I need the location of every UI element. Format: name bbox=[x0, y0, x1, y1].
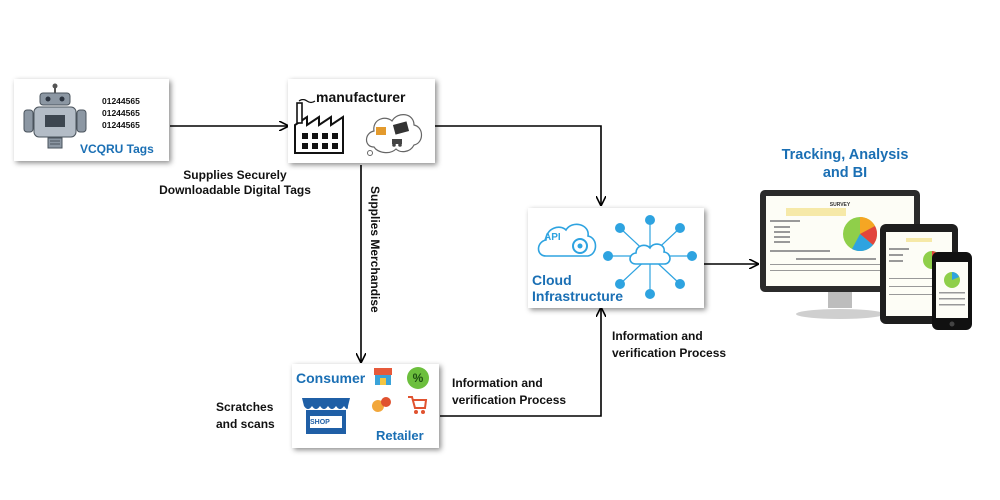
scratches-scans-label: Scratches and scans bbox=[216, 399, 275, 433]
factory-icon bbox=[294, 99, 344, 154]
supplies-securely-label: Supplies Securely Downloadable Digital T… bbox=[140, 168, 330, 198]
tag-code-2: 01244565 bbox=[102, 108, 140, 118]
manufacturer-label: manufacturer bbox=[316, 89, 406, 105]
info-verification-bottom-label: Information and verification Process bbox=[452, 375, 566, 409]
thought-cloud-icon bbox=[365, 114, 423, 156]
supplies-securely-line-1: Supplies Securely bbox=[183, 168, 287, 182]
robot-icon bbox=[23, 83, 87, 149]
vcqru-tags-box: 01244565 01244565 01244565 VCQRU Tags bbox=[14, 79, 169, 161]
monitor-survey-title: SURVEY bbox=[830, 202, 851, 208]
manufacturer-box: manufacturer bbox=[288, 79, 435, 163]
consumer-retailer-box: Consumer % SHOP Retailer bbox=[292, 364, 439, 448]
coins-icon bbox=[372, 397, 391, 412]
cloud-network-icon bbox=[603, 215, 697, 299]
info-verification-bottom-line-1: Information and bbox=[452, 376, 543, 390]
cloud-infrastructure-label: Cloud Infrastructure bbox=[532, 272, 623, 304]
tracking-title-line-2: and BI bbox=[822, 165, 868, 181]
supplies-merchandise-label: Supplies Merchandise bbox=[368, 186, 382, 313]
scratches-line-2: and scans bbox=[216, 417, 275, 431]
supplies-securely-line-2: Downloadable Digital Tags bbox=[159, 183, 311, 197]
scratches-line-1: Scratches bbox=[216, 400, 274, 414]
tracking-title: Tracking, Analysis and BI bbox=[760, 146, 930, 182]
devices-dashboard-icon: SURVEY bbox=[760, 190, 972, 330]
shop-sign-label: SHOP bbox=[310, 419, 330, 426]
arrow-manufacturer-to-cloud bbox=[435, 125, 601, 205]
api-label: API bbox=[544, 232, 561, 243]
tag-code-3: 01244565 bbox=[102, 120, 140, 130]
info-verification-right-line-1: Information and bbox=[612, 329, 703, 343]
vcqru-tags-label: VCQRU Tags bbox=[80, 142, 154, 156]
cloud-label-line-2: Infrastructure bbox=[532, 288, 624, 304]
shop-icon bbox=[302, 398, 350, 434]
api-cloud-icon bbox=[537, 223, 597, 257]
retailer-label: Retailer bbox=[376, 428, 424, 443]
cloud-label-line-1: Cloud bbox=[532, 272, 572, 288]
info-verification-right-line-2: verification Process bbox=[612, 346, 727, 360]
shopping-cart-icon bbox=[408, 396, 428, 414]
consumer-label: Consumer bbox=[296, 370, 366, 386]
info-verification-right-label: Information and verification Process bbox=[612, 328, 726, 362]
arrow-consumer-to-cloud bbox=[440, 308, 601, 417]
tracking-title-line-1: Tracking, Analysis bbox=[781, 147, 909, 163]
cloud-box: API Cloud Infrastructure bbox=[528, 208, 704, 308]
tag-code-1: 01244565 bbox=[102, 96, 140, 106]
info-verification-bottom-line-2: verification Process bbox=[452, 393, 567, 407]
store-icon bbox=[374, 368, 392, 385]
percent-badge-icon: % bbox=[407, 367, 429, 389]
tag-codes: 01244565 01244565 01244565 bbox=[102, 95, 140, 131]
svg-text:%: % bbox=[413, 371, 424, 385]
